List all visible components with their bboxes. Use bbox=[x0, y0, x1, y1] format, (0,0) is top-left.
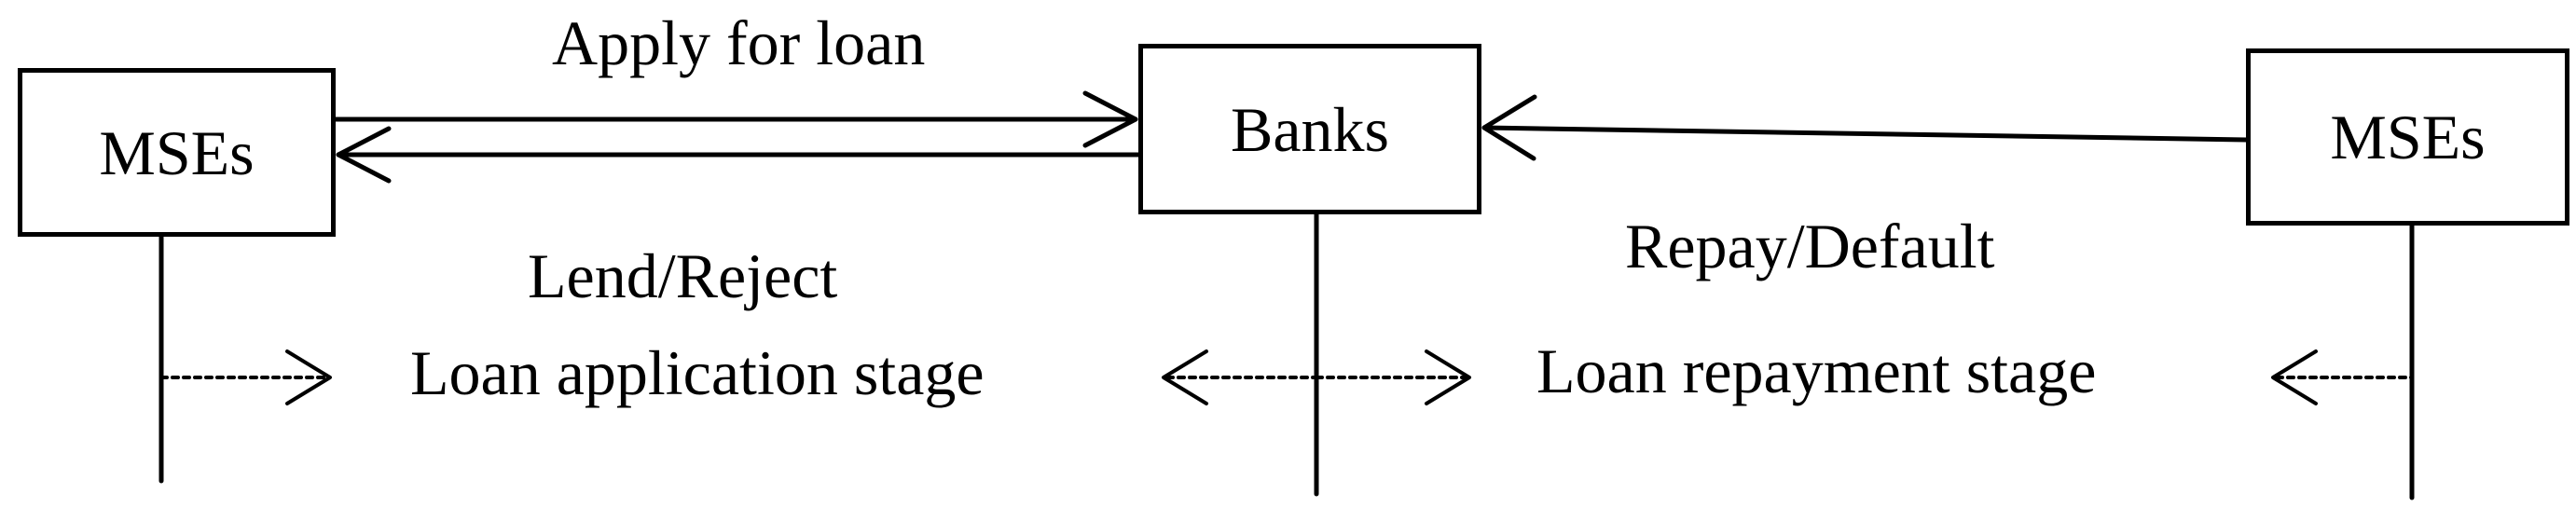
lend-reject-label: Lend/Reject bbox=[528, 240, 838, 311]
stage-app-start-arrowhead bbox=[285, 349, 332, 405]
banks-label: Banks bbox=[1231, 93, 1389, 165]
stage-rep-end-arrowhead bbox=[2271, 349, 2318, 405]
repay-arrowhead bbox=[1481, 94, 1537, 161]
mses-left-box: MSEs bbox=[18, 68, 336, 237]
repay-default-label: Repay/Default bbox=[1625, 211, 1995, 281]
apply-for-loan-label: Apply for loan bbox=[552, 7, 926, 78]
mses-right-box: MSEs bbox=[2246, 48, 2569, 226]
repay-arrow-line bbox=[1481, 125, 2249, 143]
banks-box: Banks bbox=[1138, 44, 1481, 214]
apply-arrowhead bbox=[1082, 90, 1138, 148]
stage-app-end-arrowhead bbox=[1162, 349, 1208, 405]
lend-arrowhead bbox=[336, 126, 392, 184]
loan-application-stage-label: Loan application stage bbox=[410, 337, 985, 408]
mses-right-label: MSEs bbox=[2330, 102, 2486, 172]
mses-left-label: MSEs bbox=[99, 116, 255, 188]
loan-repayment-stage-label: Loan repayment stage bbox=[1536, 336, 2097, 406]
stage-rep-start-arrowhead bbox=[1425, 349, 1471, 405]
